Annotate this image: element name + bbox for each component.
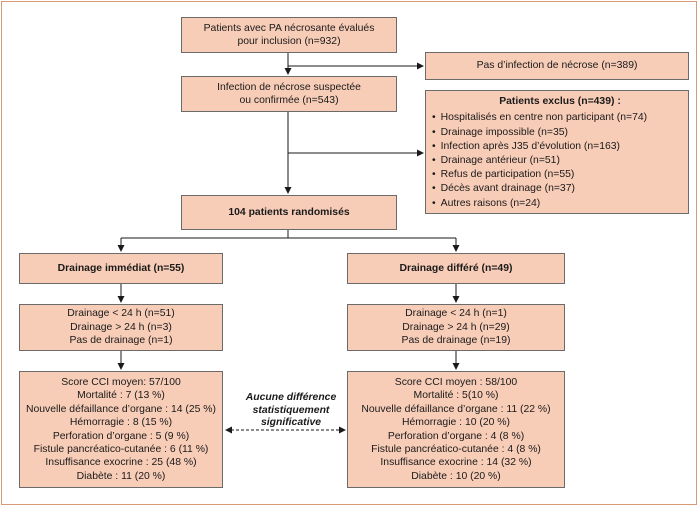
excluded-item: Drainage antérieur (n=51) — [432, 154, 647, 168]
timing-line: Drainage < 24 h (n=51) — [67, 308, 175, 320]
randomized-label: 104 patients randomisés — [228, 206, 350, 218]
excluded-title: Patients exclus (n=439) : — [499, 96, 621, 107]
outcome-line: Diabète : 11 (20 %) — [76, 470, 166, 482]
outcome-line: Nouvelle défaillance d’organe : 11 (22 %… — [361, 403, 551, 415]
excluded-item: Drainage impossible (n=35) — [432, 126, 647, 140]
suspected-line-1: Infection de nécrose suspectée — [217, 81, 361, 93]
randomized-box: 104 patients randomisés — [181, 195, 397, 230]
outcome-line: Score CCI moyen : 58/100 — [394, 376, 518, 388]
evaluated-box: Patients avec PA nécrosante évalués pour… — [181, 17, 397, 53]
immediate-drainage-title: Drainage immédiat (n=55) — [57, 262, 185, 274]
outcome-line: Nouvelle défaillance d’organe : 14 (25 %… — [25, 403, 217, 415]
timing-line: Drainage > 24 h (n=29) — [402, 321, 510, 333]
excluded-item: Hospitalisés en centre non participant (… — [432, 111, 648, 125]
excluded-item: Refus de participation (n=55) — [432, 168, 647, 182]
excluded-box: Patients exclus (n=439) : Hospitalisés e… — [425, 90, 689, 214]
outcome-line: Perforation d’organe : 4 (8 %) — [387, 430, 525, 442]
outcome-line: Perforation d’organe : 5 (9 %) — [52, 430, 190, 442]
comparison-note-line: significative — [260, 417, 322, 429]
outcome-line: Score CCI moyen: 57/100 — [61, 376, 181, 388]
excluded-list: Hospitalisés en centre non participant (… — [432, 111, 648, 211]
outcome-line: Hémorragie : 8 (15 %) — [69, 417, 173, 429]
immediate-drainage-box: Drainage immédiat (n=55) — [19, 253, 223, 284]
immediate-timing-box: Drainage < 24 h (n=51) Drainage > 24 h (… — [19, 304, 223, 351]
outcome-line: Diabète : 10 (20 %) — [411, 470, 501, 482]
evaluated-line-1: Patients avec PA nécrosante évalués — [203, 22, 375, 34]
comparison-note-line: Aucune différence — [245, 392, 337, 403]
timing-line: Pas de drainage (n=19) — [401, 335, 511, 347]
outcome-line: Insuffisance exocrine : 14 (32 %) — [380, 457, 532, 469]
excluded-item: Décès avant drainage (n=37) — [432, 182, 647, 196]
suspected-line-2: ou confirmée (n=543) — [239, 95, 339, 106]
comparison-note: Aucune différence statistiquement signif… — [232, 392, 350, 430]
deferred-drainage-title: Drainage différé (n=49) — [399, 262, 513, 274]
deferred-timing-box: Drainage < 24 h (n=1) Drainage > 24 h (n… — [347, 304, 565, 351]
suspected-box: Infection de nécrose suspectée ou confir… — [181, 76, 397, 112]
evaluated-line-2: pour inclusion (n=932) — [237, 36, 341, 47]
timing-line: Drainage > 24 h (n=3) — [70, 321, 172, 333]
deferred-drainage-box: Drainage différé (n=49) — [347, 253, 565, 284]
comparison-note-line: statistiquement — [252, 404, 330, 416]
outcome-line: Fistule pancréatico-cutanée : 6 (11 %) — [33, 443, 209, 455]
timing-line: Pas de drainage (n=1) — [69, 335, 173, 347]
outcome-line: Mortalité : 7 (13 %) — [77, 390, 165, 402]
outcome-line: Insuffisance exocrine : 25 (48 %) — [45, 457, 197, 469]
outcome-line: Mortalité : 5(10 %) — [413, 390, 499, 402]
excluded-item: Autres raisons (n=24) — [432, 197, 647, 211]
no-infection-box: Pas d’infection de nécrose (n=389) — [425, 52, 689, 80]
excluded-item: Infection après J35 d’évolution (n=163) — [432, 140, 647, 154]
timing-line: Drainage < 24 h (n=1) — [405, 308, 507, 320]
immediate-outcomes-box: Score CCI moyen: 57/100 Mortalité : 7 (1… — [19, 371, 223, 488]
outcome-line: Fistule pancréatico-cutanée : 4 (8 %) — [371, 443, 541, 455]
outcome-line: Hémorragie : 10 (20 %) — [402, 417, 510, 429]
deferred-outcomes-box: Score CCI moyen : 58/100 Mortalité : 5(1… — [347, 371, 565, 488]
no-infection-label: Pas d’infection de nécrose (n=389) — [476, 60, 638, 72]
